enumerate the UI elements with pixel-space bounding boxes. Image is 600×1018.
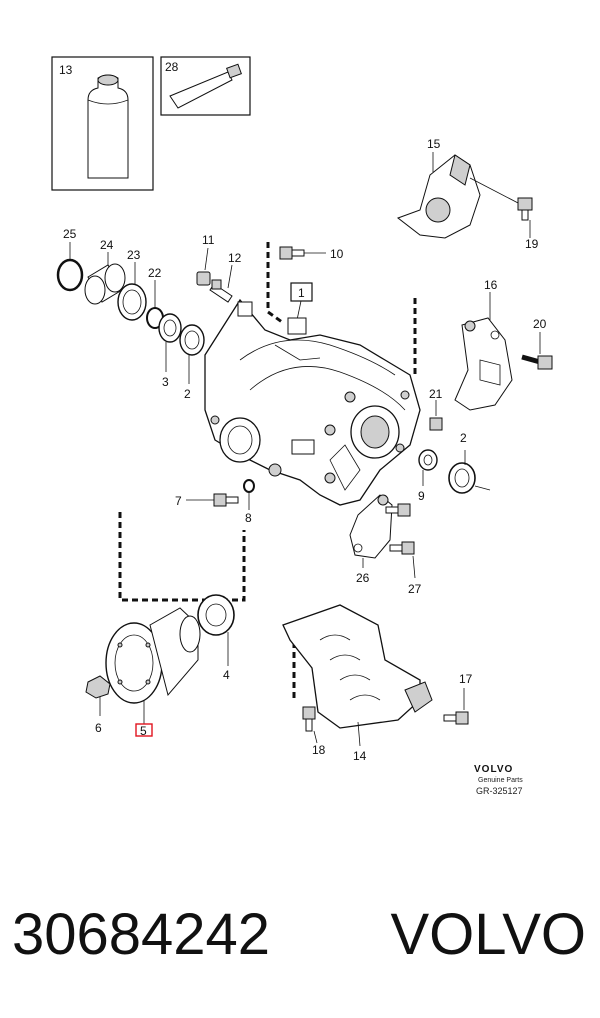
callout-2-left: 2: [184, 387, 191, 401]
part-2-seal-right: 2: [448, 431, 491, 494]
callout-8: 8: [245, 511, 252, 525]
part-number: 30684242: [12, 902, 271, 967]
part-2-seal-left: 2: [179, 324, 205, 401]
brand-subtitle: Genuine Parts: [478, 777, 523, 784]
callout-19: 19: [525, 237, 539, 251]
part-17-bolt: 17: [443, 672, 473, 725]
callout-12: 12: [228, 251, 242, 265]
diagram-code: GR-325127: [476, 786, 523, 796]
callout-20: 20: [533, 317, 547, 331]
callout-23: 23: [127, 248, 141, 262]
part-18-bolt: 18: [302, 706, 326, 757]
part-19-bolt: 19: [517, 197, 539, 251]
part-21-bolt: 21: [429, 387, 443, 431]
part-8-washer: 8: [243, 479, 255, 525]
callout-14: 14: [353, 749, 367, 763]
part-24-sleeve: 24: [84, 238, 126, 305]
part-4-seal: 4: [197, 594, 235, 682]
callout-7: 7: [175, 494, 182, 508]
highlight-box-part-5: [135, 723, 153, 737]
differential-housing: [204, 298, 421, 506]
callout-13: 13: [59, 63, 73, 77]
box-oil-bottle: 13: [51, 56, 154, 191]
part-9-seal: 9: [418, 449, 438, 503]
callout-21: 21: [429, 387, 443, 401]
brand-logo-text: VOLVO: [474, 764, 513, 775]
callout-4: 4: [223, 668, 230, 682]
part-27-bolts: 27: [385, 503, 422, 596]
callout-26: 26: [356, 571, 370, 585]
part-16-bracket: 16: [454, 278, 513, 411]
callout-28: 28: [165, 60, 179, 74]
callout-3: 3: [162, 375, 169, 389]
part-3-bearing: 3: [158, 313, 182, 389]
callout-24: 24: [100, 238, 114, 252]
callout-10: 10: [330, 247, 344, 261]
callout-25: 25: [63, 227, 77, 241]
callout-1-box: 1: [290, 282, 313, 321]
callout-11: 11: [202, 233, 215, 247]
part-20-bolt: 20: [521, 317, 553, 370]
callout-16: 16: [484, 278, 498, 292]
footer-banner: 30684242 VOLVO: [0, 895, 600, 985]
callout-17: 17: [459, 672, 473, 686]
part-25-circlip: 25: [56, 227, 84, 292]
part-10-bolt: 10: [279, 246, 344, 261]
part-11-nut: 11: [196, 233, 215, 286]
callout-9: 9: [418, 489, 425, 503]
exploded-parts-diagram: 13 28 15 19 25 24: [51, 56, 553, 796]
part-26-bracket: 26: [349, 494, 393, 585]
part-12-stud: 12: [209, 251, 242, 303]
callout-15: 15: [427, 137, 441, 151]
part-15-cover: 15: [396, 137, 521, 239]
brand-block: VOLVO Genuine Parts GR-325127: [474, 764, 523, 796]
part-7-bolt: 7: [175, 493, 239, 508]
part-14-heat-shield: 14: [282, 604, 433, 763]
callout-27: 27: [408, 582, 422, 596]
part-22-ring: 22: [146, 266, 164, 329]
callout-6: 6: [95, 721, 102, 735]
callout-22: 22: [148, 266, 162, 280]
part-6-nut: 6: [85, 675, 111, 735]
callout-1: 1: [298, 286, 305, 300]
part-5-flange: 5: [105, 607, 201, 738]
box-grease-tube: 28: [160, 56, 251, 116]
callout-5: 5: [140, 724, 147, 738]
callout-2-right: 2: [460, 431, 467, 445]
callout-18: 18: [312, 743, 326, 757]
part-23-seal: 23: [117, 248, 147, 321]
footer-brand: VOLVO: [390, 902, 586, 967]
